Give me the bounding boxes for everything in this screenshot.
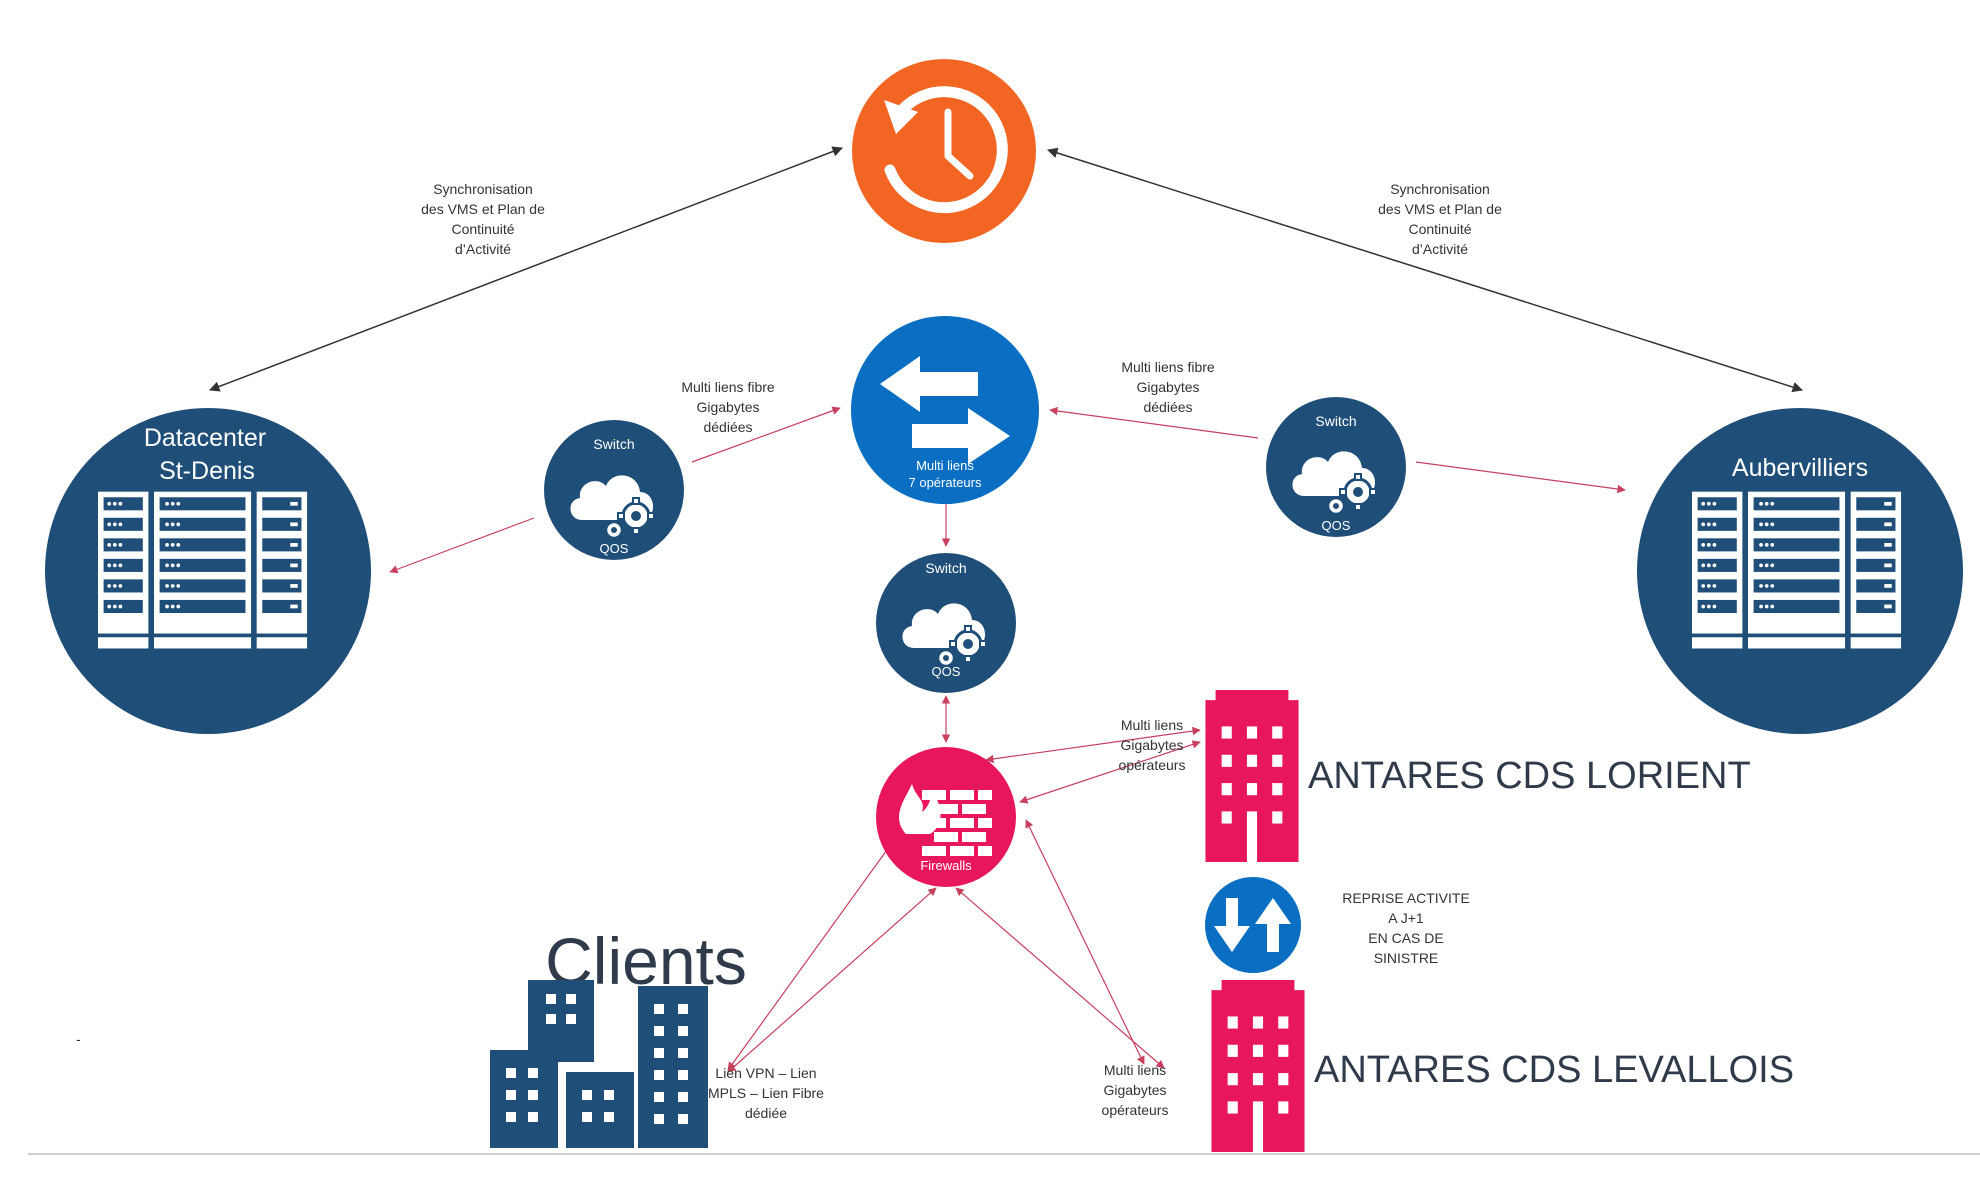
fibre-right-label: Multi liens fibre Gigabytes dédiées [1121,359,1215,415]
svg-text:Synchronisation: Synchronisation [433,181,533,197]
footer-mark: - [76,1031,81,1047]
svg-text:Lien VPN – Lien: Lien VPN – Lien [715,1065,816,1081]
svg-text:EN CAS DE: EN CAS DE [1368,930,1443,946]
reprise-node [1205,877,1301,973]
backup-node [852,59,1036,243]
router-node: Multi liens 7 opérateurs [851,316,1039,504]
svg-text:Gigabytes: Gigabytes [1120,737,1183,753]
lorient-link-label: Multi liens Gigabytes opérateurs [1119,717,1186,773]
svg-text:d’Activité: d’Activité [1412,241,1468,257]
reprise-label: REPRISE ACTIVITE A J+1 EN CAS DE SINISTR… [1342,890,1470,966]
firewall-clients-link-a [727,817,911,1071]
vpn-link-label: Lien VPN – Lien MPLS – Lien Fibre dédiée [708,1065,824,1121]
lorient-site: ANTARES CDS LORIENT [1205,690,1751,862]
sync-left-label: Synchronisation des VMS et Plan de Conti… [421,181,545,257]
switch-aubervilliers-link [1415,461,1626,494]
switch-right-title: Switch [1315,413,1356,429]
switch-right-node: Switch QOS [1266,397,1406,537]
switch-center-title: Switch [925,560,966,576]
svg-text:Continuité: Continuité [1408,221,1471,237]
fibre-left-label: Multi liens fibre Gigabytes dédiées [681,379,775,435]
svg-text:des VMS et Plan de: des VMS et Plan de [421,201,545,217]
building-icon [1211,980,1305,1152]
firewall-levallois-link-a [1025,819,1145,1065]
switch-center-sub: QOS [932,664,961,679]
fibre-link-left [691,406,841,463]
clients-site: Clients [490,924,747,1148]
firewall-levallois-link-b [955,887,1165,1069]
datacenter-left-line2: St-Denis [159,457,255,485]
levallois-site: ANTARES CDS LEVALLOIS [1211,980,1794,1152]
svg-text:Multi liens: Multi liens [1104,1062,1166,1078]
datacenter-right-node: Aubervilliers [1637,408,1963,734]
switch-left-title: Switch [593,436,634,452]
firewall-lorient-link-b [1019,740,1201,804]
datacenter-right-line1: Aubervilliers [1732,454,1868,482]
datacenter-left-line1: Datacenter [144,424,266,452]
svg-text:Multi liens fibre: Multi liens fibre [1121,359,1215,375]
fibre-link-right [1049,406,1259,439]
svg-text:dédiée: dédiée [745,1105,787,1121]
switch-left-node: Switch QOS [544,420,684,560]
firewall-icon [899,784,992,856]
sync-right-label: Synchronisation des VMS et Plan de Conti… [1378,181,1502,257]
lorient-title: ANTARES CDS LORIENT [1308,755,1751,797]
svg-text:dédiées: dédiées [1143,399,1192,415]
city-buildings-icon [490,980,708,1148]
svg-text:Multi liens fibre: Multi liens fibre [681,379,775,395]
svg-text:Gigabytes: Gigabytes [696,399,759,415]
exchange-arrows-icon [880,356,1010,464]
sync-link-left [209,146,843,392]
svg-text:Continuité: Continuité [451,221,514,237]
svg-text:dédiées: dédiées [703,419,752,435]
svg-text:SINISTRE: SINISTRE [1374,950,1439,966]
levallois-link-label: Multi liens Gigabytes opérateurs [1102,1062,1169,1118]
router-label-line1: Multi liens [916,458,974,473]
router-circle [851,316,1039,504]
svg-text:opérateurs: opérateurs [1119,757,1186,773]
reprise-circle [1205,877,1301,973]
svg-text:Synchronisation: Synchronisation [1390,181,1490,197]
firewall-node: Firewalls [876,747,1016,887]
switch-datacenter-link [389,517,535,574]
server-rack-icon [1692,491,1902,649]
svg-text:A J+1: A J+1 [1388,910,1424,926]
svg-text:opérateurs: opérateurs [1102,1102,1169,1118]
firewall-clients-link-b [727,887,937,1073]
connectors [209,146,1804,1073]
firewall-label: Firewalls [920,858,972,873]
svg-text:Gigabytes: Gigabytes [1136,379,1199,395]
svg-text:Multi liens: Multi liens [1121,717,1183,733]
svg-text:d’Activité: d’Activité [455,241,511,257]
up-down-arrows-icon [1214,898,1291,952]
switch-center-node: Switch QOS [876,553,1016,693]
backup-clock-icon [884,86,1008,214]
server-rack-icon [98,491,308,649]
switch-left-sub: QOS [600,541,629,556]
levallois-title: ANTARES CDS LEVALLOIS [1314,1049,1794,1091]
router-label-line2: 7 opérateurs [909,475,982,490]
sync-link-right [1046,147,1804,393]
switch-right-sub: QOS [1322,518,1351,533]
svg-text:des VMS et Plan de: des VMS et Plan de [1378,201,1502,217]
svg-text:Gigabytes: Gigabytes [1103,1082,1166,1098]
datacenter-left-node: Datacenter St-Denis [45,408,371,734]
svg-text:REPRISE ACTIVITE: REPRISE ACTIVITE [1342,890,1470,906]
building-icon [1205,690,1299,862]
svg-text:MPLS – Lien Fibre: MPLS – Lien Fibre [708,1085,824,1101]
